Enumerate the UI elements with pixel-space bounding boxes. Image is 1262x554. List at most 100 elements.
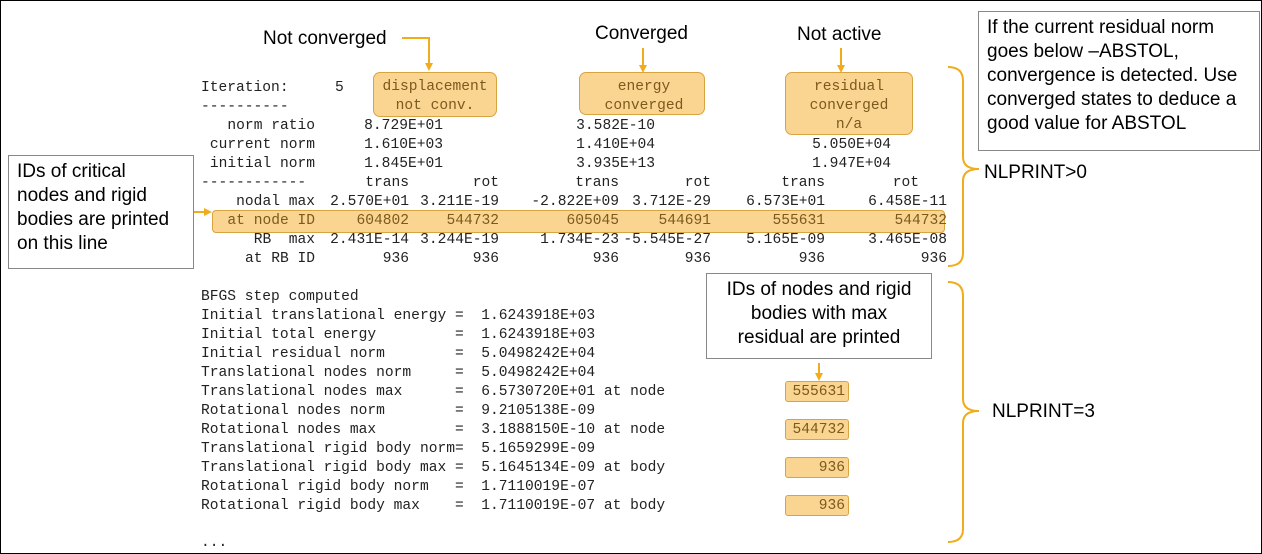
ellipsis: ... — [201, 535, 228, 551]
detail-value: 936 — [684, 251, 711, 267]
residual-status-line: n/a — [835, 117, 863, 133]
node-id-highlight — [212, 210, 945, 233]
detail-value: 544691 — [658, 213, 711, 229]
abstol-note-line: If the current residual norm — [987, 17, 1215, 38]
detail-row-label: nodal max — [236, 194, 315, 210]
norm-value: 5.050E+04 — [812, 137, 891, 153]
detail-value: 544732 — [894, 213, 947, 229]
nlprint-3-label: NLPRINT=3 — [992, 401, 1095, 422]
max-id-value: 936 — [818, 498, 845, 514]
norm-row-label: norm ratio — [227, 118, 315, 134]
ids-critical-note: IDs of critical nodes and rigid bodies a… — [8, 155, 194, 269]
detail-value: 605045 — [566, 213, 619, 229]
detail-value: -2.822E+09 — [531, 194, 619, 210]
max-id-value: 544732 — [792, 422, 845, 438]
bfgs-line: Initial total energy = 1.6243918E+03 — [201, 327, 596, 343]
norm-value: 1.947E+04 — [812, 156, 891, 172]
energy-status-line: converged — [604, 98, 684, 114]
bfgs-line: Rotational rigid body norm = 1.7110019E-… — [201, 479, 596, 495]
ids-max-note-line: residual are printed — [737, 327, 901, 348]
detail-row-label: RB max — [253, 232, 315, 248]
column-header: trans — [365, 175, 409, 191]
detail-value: 2.431E-14 — [330, 232, 409, 248]
detail-value: 936 — [920, 251, 947, 267]
detail-value: 3.244E-19 — [420, 232, 499, 248]
norm-row-label: initial norm — [209, 156, 315, 172]
max-id-box — [785, 495, 849, 516]
not-converged-arrow — [402, 37, 433, 71]
bfgs-line: Rotational nodes norm = 9.2105138E-09 — [201, 403, 596, 419]
max-id-value: 936 — [818, 460, 845, 476]
residual-status-line: residual — [813, 79, 885, 95]
column-header: trans — [781, 175, 825, 191]
ids-max-note-line: bodies with max — [750, 303, 888, 324]
max-id-box — [785, 381, 849, 402]
detail-value: 6.573E+01 — [746, 194, 825, 210]
detail-value: 555631 — [772, 213, 825, 229]
detail-value: 936 — [798, 251, 825, 267]
bfgs-line: Rotational nodes max = 3.1888150E-10 at … — [201, 422, 666, 438]
max-id-box — [785, 457, 849, 478]
ids-max-note: IDs of nodes and rigid bodies with max r… — [706, 273, 932, 359]
abstol-note-line: good value for ABSTOL — [987, 113, 1187, 134]
detail-value: -5.545E-27 — [623, 232, 711, 248]
detail-value: 2.570E+01 — [330, 194, 409, 210]
norm-value: 1.845E+01 — [364, 156, 443, 172]
not-converged-label: Not converged — [263, 28, 387, 49]
detail-row-label: at node ID — [227, 213, 315, 229]
detail-value: 604802 — [356, 213, 409, 229]
max-id-box — [785, 419, 849, 440]
detail-row-label: at RB ID — [244, 251, 315, 267]
detail-value: 1.734E-23 — [540, 232, 619, 248]
norm-value: 3.582E-10 — [576, 118, 655, 134]
abstol-note-line: goes below –ABSTOL, — [987, 41, 1179, 62]
ids-critical-note-line: bodies are printed — [17, 209, 170, 230]
detail-value: 5.165E-09 — [746, 232, 825, 248]
residual-status-box — [785, 72, 913, 135]
bfgs-line: Translational nodes max = 6.5730720E+01 … — [201, 384, 666, 400]
abstol-note: If the current residual norm goes below … — [978, 11, 1260, 151]
displacement-status-line: displacement — [382, 79, 488, 95]
energy-status-line: energy — [617, 79, 671, 95]
bfgs-line: Translational rigid body max = 5.1645134… — [201, 460, 666, 476]
converged-label: Converged — [595, 23, 688, 44]
norm-value: 1.410E+04 — [576, 137, 655, 153]
bfgs-line: Translational rigid body norm= 5.1659299… — [201, 441, 596, 457]
norm-row-label: current norm — [209, 137, 315, 153]
column-header: rot — [892, 175, 919, 191]
bfgs-line: Translational nodes norm = 5.0498242E+04 — [201, 365, 596, 381]
residual-status-line: converged — [809, 98, 889, 114]
column-header: trans — [575, 175, 619, 191]
bfgs-line: Rotational rigid body max = 1.7110019E-0… — [201, 498, 666, 514]
iteration-dashes: ---------- — [201, 99, 289, 115]
detail-value: 544732 — [446, 213, 499, 229]
not-active-label: Not active — [797, 24, 882, 45]
iteration-number: 5 — [335, 80, 344, 96]
detail-value: 3.211E-19 — [420, 194, 499, 210]
detail-value: 936 — [472, 251, 499, 267]
separator: ------------ — [201, 175, 307, 191]
bfgs-line: Initial residual norm = 5.0498242E+04 — [201, 346, 596, 362]
energy-status-box — [579, 72, 705, 115]
norm-value: 1.610E+03 — [364, 137, 443, 153]
nlprint-3-bracket — [947, 281, 980, 543]
column-header: rot — [472, 175, 499, 191]
max-id-value: 555631 — [792, 384, 845, 400]
detail-value: 6.458E-11 — [868, 194, 947, 210]
ids-critical-note-line: on this line — [17, 233, 108, 254]
ids-critical-note-line: IDs of critical — [17, 161, 126, 182]
column-header: rot — [684, 175, 711, 191]
nlprint-gt0-bracket — [947, 66, 980, 267]
displacement-status-box — [373, 72, 497, 117]
detail-value: 936 — [592, 251, 619, 267]
ids-critical-note-line: nodes and rigid — [17, 185, 147, 206]
ids-max-note-line: IDs of nodes and rigid — [726, 279, 912, 300]
abstol-note-line: convergence is detected. Use — [987, 65, 1238, 86]
detail-value: 936 — [382, 251, 409, 267]
bfgs-line: Initial translational energy = 1.6243918… — [201, 308, 596, 324]
bfgs-header: BFGS step computed — [201, 289, 359, 305]
nlprint-gt0-label: NLPRINT>0 — [984, 162, 1087, 183]
displacement-status-line: not conv. — [395, 98, 475, 114]
